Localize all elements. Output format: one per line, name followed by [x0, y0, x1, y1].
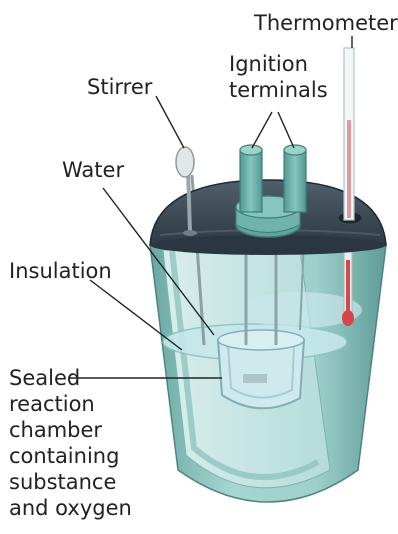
leader-ignition-left [252, 112, 272, 148]
leader-ignition-right [278, 112, 294, 148]
ignition-terminal-left [240, 150, 262, 212]
label-reaction-chamber: Sealed reaction chamber containing subst… [9, 365, 132, 521]
stirrer-handle [176, 147, 194, 177]
label-ignition-terminals: Ignition terminals [229, 51, 328, 103]
leader-stirrer [156, 96, 184, 148]
label-water: Water [62, 157, 124, 183]
label-stirrer: Stirrer [87, 74, 152, 100]
label-insulation: Insulation [9, 258, 112, 284]
label-thermometer: Thermometer [254, 10, 398, 36]
ignition-terminal-right [284, 150, 306, 212]
